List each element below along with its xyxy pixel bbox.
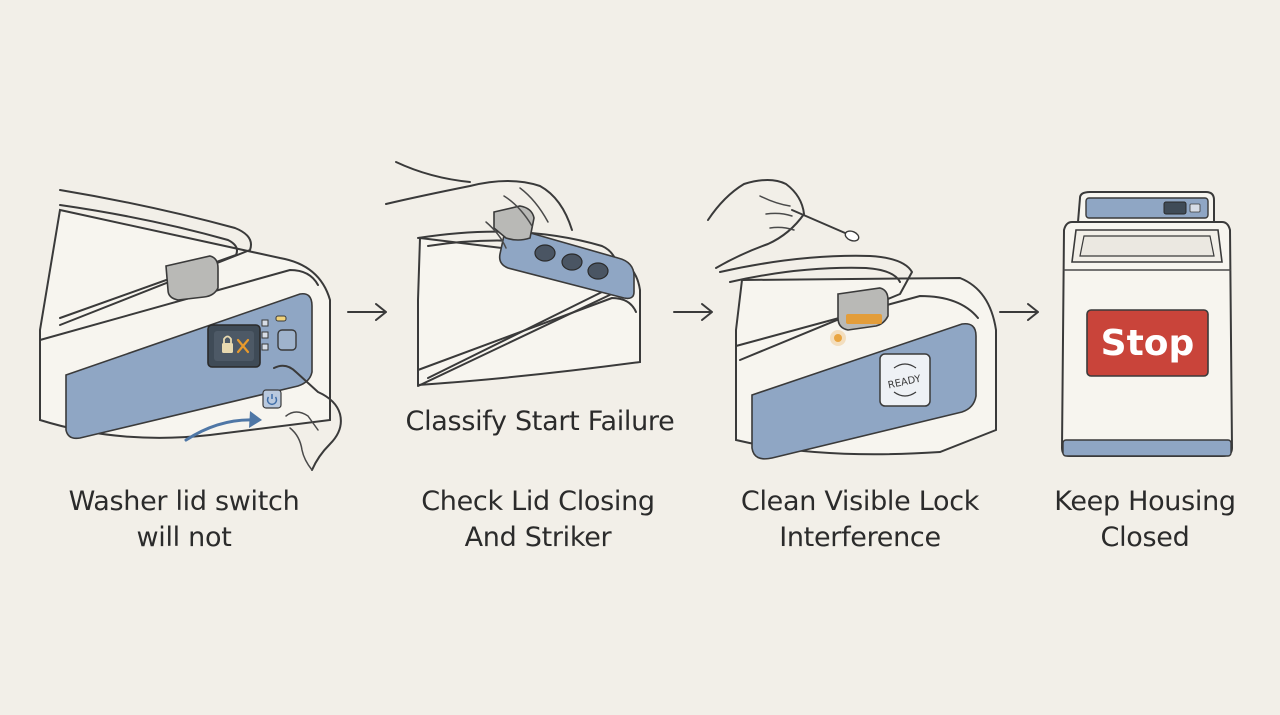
step4-caption-line1: Keep Housing bbox=[1054, 486, 1236, 517]
step1-illustration bbox=[39, 189, 342, 471]
step3-caption-line2: Interference bbox=[779, 522, 941, 553]
curved-arrow-icon bbox=[184, 411, 262, 442]
step1-caption-line1: Washer lid switch bbox=[68, 486, 300, 517]
right-arrow-icon bbox=[673, 303, 713, 321]
step4-illustration: Stop bbox=[1060, 191, 1234, 457]
step4-caption-line2: Closed bbox=[1100, 522, 1190, 553]
step1-caption-line2: will not bbox=[136, 522, 232, 553]
step3-illustration: READY bbox=[707, 179, 997, 460]
lock-icon bbox=[222, 335, 233, 353]
step2-caption: Check Lid Closing And Striker bbox=[388, 484, 688, 556]
step4-caption: Keep Housing Closed bbox=[1010, 484, 1280, 556]
right-arrow-icon bbox=[999, 303, 1039, 321]
x-mark-icon bbox=[236, 338, 250, 354]
step3-caption-line1: Clean Visible Lock bbox=[740, 486, 980, 517]
right-arrow-icon bbox=[347, 303, 387, 321]
stop-sign-text: Stop bbox=[1101, 323, 1195, 364]
step2-caption-line2: And Striker bbox=[464, 522, 612, 553]
step3-caption: Clean Visible Lock Interference bbox=[710, 484, 1010, 556]
step2-illustration bbox=[385, 161, 641, 387]
stop-sign bbox=[1086, 309, 1209, 377]
step1-caption: Washer lid switch will not bbox=[34, 484, 334, 556]
power-icon bbox=[262, 389, 282, 409]
step2-caption-line1: Check Lid Closing bbox=[421, 486, 655, 517]
classify-start-failure-label: Classify Start Failure bbox=[405, 406, 675, 437]
